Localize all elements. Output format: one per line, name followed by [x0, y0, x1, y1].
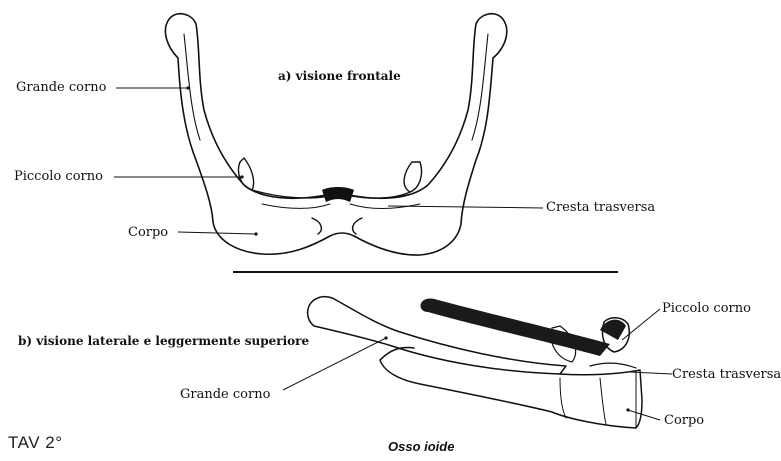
frontal-view-heading: a) visione frontale — [278, 70, 401, 82]
frontal-crest-shading — [322, 187, 354, 202]
label-piccolo-corno-frontal: Piccolo corno — [14, 170, 103, 183]
label-piccolo-corno-lateral: Piccolo corno — [662, 302, 751, 315]
label-grande-corno-lateral: Grande corno — [180, 388, 270, 401]
lateral-ligament-shading — [421, 299, 610, 357]
label-corpo-lateral: Corpo — [664, 414, 704, 427]
plate-number: TAV 2° — [8, 434, 63, 451]
frontal-hyoid-drawing — [165, 14, 506, 255]
label-grande-corno-frontal: Grande corno — [16, 81, 106, 94]
figure-title: Osso ioide — [388, 440, 454, 453]
label-cresta-trasversa-frontal: Cresta trasversa — [546, 201, 655, 214]
lateral-view-heading: b) visione laterale e leggermente superi… — [18, 335, 309, 347]
label-cresta-trasversa-lateral: Cresta trasversa — [672, 368, 781, 381]
label-corpo-frontal: Corpo — [128, 226, 168, 239]
